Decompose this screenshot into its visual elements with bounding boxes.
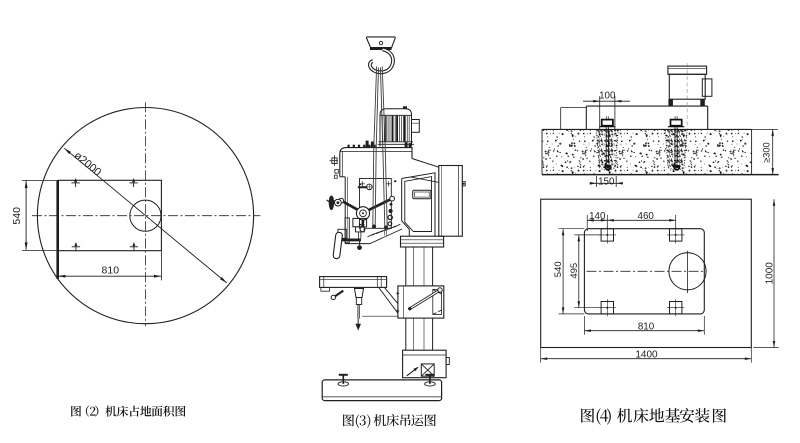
svg-text:100: 100	[599, 91, 616, 102]
svg-text:≥300: ≥300	[761, 142, 771, 163]
svg-text:1000: 1000	[765, 262, 776, 285]
svg-text:460: 460	[638, 211, 655, 222]
svg-text:495: 495	[569, 263, 580, 279]
svg-text:1400: 1400	[635, 350, 658, 361]
svg-text:810: 810	[102, 264, 120, 276]
svg-text:540: 540	[11, 207, 23, 225]
svg-text:150: 150	[598, 177, 615, 188]
svg-text:140: 140	[589, 211, 606, 222]
svg-text:ø2000: ø2000	[72, 150, 104, 179]
svg-text:810: 810	[638, 322, 655, 333]
svg-text:540: 540	[553, 261, 564, 277]
